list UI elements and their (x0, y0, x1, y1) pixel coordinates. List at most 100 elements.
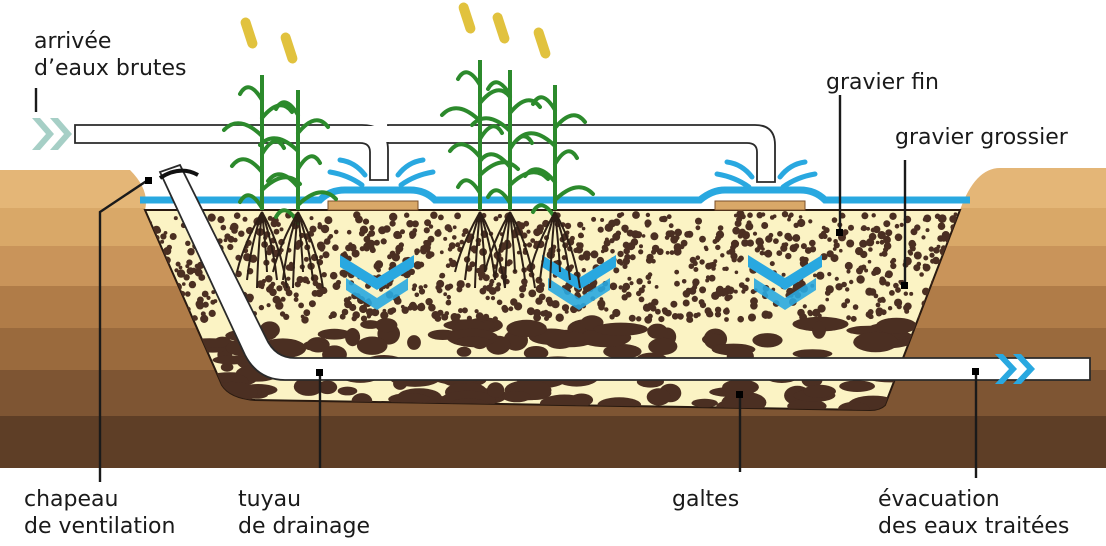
gravel-dot (740, 213, 746, 220)
gravel-dot (267, 215, 273, 221)
gravel-dot (485, 284, 493, 292)
gravel-dot (183, 274, 190, 281)
gravel-dot (641, 234, 646, 238)
pebble (853, 331, 899, 353)
gravel-dot (733, 289, 738, 294)
gravel-dot (818, 232, 825, 240)
pebble (407, 335, 421, 350)
gravel-dot (231, 227, 238, 234)
pebble (303, 340, 325, 351)
gravel-dot (317, 222, 322, 227)
gravel-dot (844, 261, 853, 270)
gravel-dot (647, 280, 652, 285)
gravel-dot (887, 306, 893, 311)
gravel-dot (551, 300, 560, 309)
flow-chevron-icon (340, 255, 822, 310)
gravel-dot (789, 244, 798, 253)
gravel-dot (609, 314, 615, 320)
gravel-dot (395, 249, 400, 254)
gravel-dot (645, 257, 653, 264)
gravel-dot (176, 269, 186, 278)
gravel-dot (280, 296, 286, 302)
gravel-dot (808, 219, 813, 224)
gravel-dot (714, 311, 722, 318)
gravel-dot (452, 235, 457, 240)
gravel-dot (804, 261, 808, 266)
gravel-dot (695, 255, 701, 260)
gravel-dot (875, 302, 881, 308)
gravel-dot (812, 308, 821, 317)
reed-head (533, 27, 551, 59)
gravel-dot (423, 284, 428, 289)
gravel-dot (682, 290, 691, 298)
gravel-dot (628, 314, 636, 322)
gravel-dot (723, 308, 730, 315)
gravel-dot (665, 250, 670, 255)
gravel-dot (443, 236, 448, 241)
gravel-dot (665, 309, 672, 317)
gravel-dot (761, 212, 766, 217)
pebble (838, 401, 870, 410)
gravel-dot (285, 289, 293, 297)
gravel-dot (494, 285, 501, 292)
gravel-dot (302, 276, 309, 284)
gravel-dot (420, 247, 428, 255)
vent-cap-icon (158, 168, 199, 180)
pebble (356, 336, 388, 355)
gravel-dot (610, 249, 615, 254)
gravel-dot (227, 235, 235, 243)
gravel-dot (581, 253, 587, 260)
gravel-dot (452, 225, 457, 230)
gravel-dot (424, 219, 432, 227)
gravel-dot (674, 228, 682, 237)
gravel-dot (490, 296, 496, 301)
gravel-dot (785, 252, 792, 260)
gravel-dot (825, 297, 829, 302)
gravel-dot (609, 282, 618, 291)
gravel-dot (692, 281, 699, 288)
gravel-dot (841, 302, 848, 309)
gravel-dot (309, 231, 315, 237)
gravel-dot (734, 270, 739, 275)
gravel-dot (809, 239, 816, 247)
gravel-dot (704, 307, 712, 315)
gravel-dot (867, 259, 872, 264)
gravel-dot (877, 231, 886, 240)
gravel-dot (380, 311, 389, 320)
gravel-dot (629, 281, 634, 286)
gravel-dot (447, 247, 453, 252)
gravel-dot (425, 298, 433, 306)
gravel-dot (827, 272, 832, 277)
gravel-dot (864, 268, 869, 273)
gravel-dot (466, 238, 471, 244)
pebble (702, 333, 725, 346)
gravel-dot (411, 286, 417, 292)
gravel-dot (258, 304, 265, 311)
pebble (375, 318, 398, 333)
gravel-dot (543, 309, 549, 315)
gravel-dot (530, 238, 536, 244)
gravel-dot (400, 229, 405, 235)
gravel-dot (235, 270, 242, 278)
gravel-dot (238, 230, 245, 237)
gravel-dot (659, 216, 666, 223)
gravel-dot (293, 297, 299, 302)
gravel-dot (852, 304, 859, 310)
gravel-dot (576, 242, 581, 247)
gravel-dot (626, 229, 634, 237)
gravel-dot (428, 303, 436, 312)
gravel-dot (347, 296, 352, 300)
gravel-dot (283, 313, 290, 320)
gravel-dot (894, 223, 900, 229)
gravel-dot (842, 229, 849, 236)
gravel-dot (925, 228, 930, 233)
pebble (345, 328, 361, 347)
gravel-dot (163, 247, 172, 255)
gravel-dot (650, 305, 657, 312)
gravel-dot (445, 263, 451, 269)
gravel-dot (360, 315, 368, 322)
gravel-dot (319, 247, 325, 252)
gravel-dot (279, 227, 284, 232)
gravel-dot (724, 317, 729, 322)
pebble (603, 344, 642, 359)
